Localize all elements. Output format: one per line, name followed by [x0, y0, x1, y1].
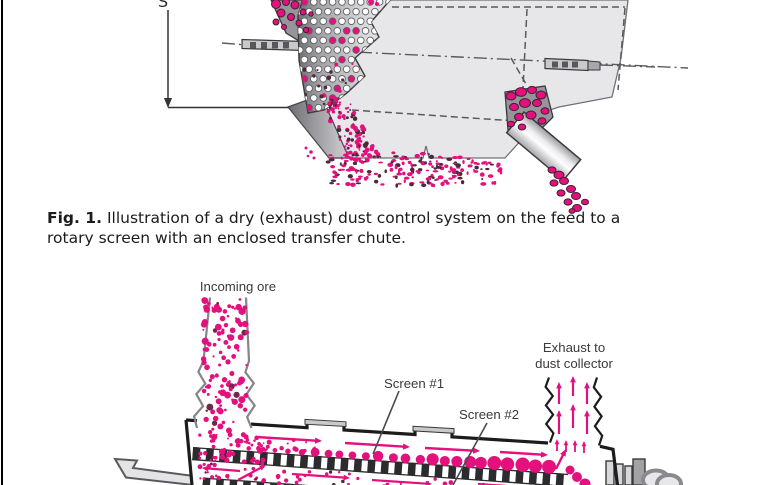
exhaust-label-line2: dust collector [535, 356, 613, 371]
exhaust-label-line1: Exhaust to [543, 340, 605, 355]
figure2-drawing [113, 297, 683, 485]
screen2-label: Screen #2 [459, 407, 519, 422]
caption-fig-label: Fig. 1. [47, 209, 102, 227]
caption-text-1: Illustration of a dry (exhaust) dust con… [106, 209, 621, 227]
incoming-ore-label: Incoming ore [200, 279, 276, 294]
caption-line-1: Fig. 1.Illustration of a dry (exhaust) d… [47, 209, 735, 229]
s-dimension-label: S [158, 0, 168, 11]
figure1-drawing [164, 0, 689, 214]
figure1-illustration: S [158, 0, 689, 214]
caption-line-2: rotary screen with an enclosed transfer … [47, 228, 406, 247]
figure1-caption: Fig. 1.Illustration of a dry (exhaust) d… [47, 209, 735, 248]
figure2-illustration: Incoming ore Screen #1 Screen #2 Exhaust… [113, 279, 683, 485]
screen1-label: Screen #1 [384, 376, 444, 391]
page-left-edge-bar [1, 0, 3, 485]
